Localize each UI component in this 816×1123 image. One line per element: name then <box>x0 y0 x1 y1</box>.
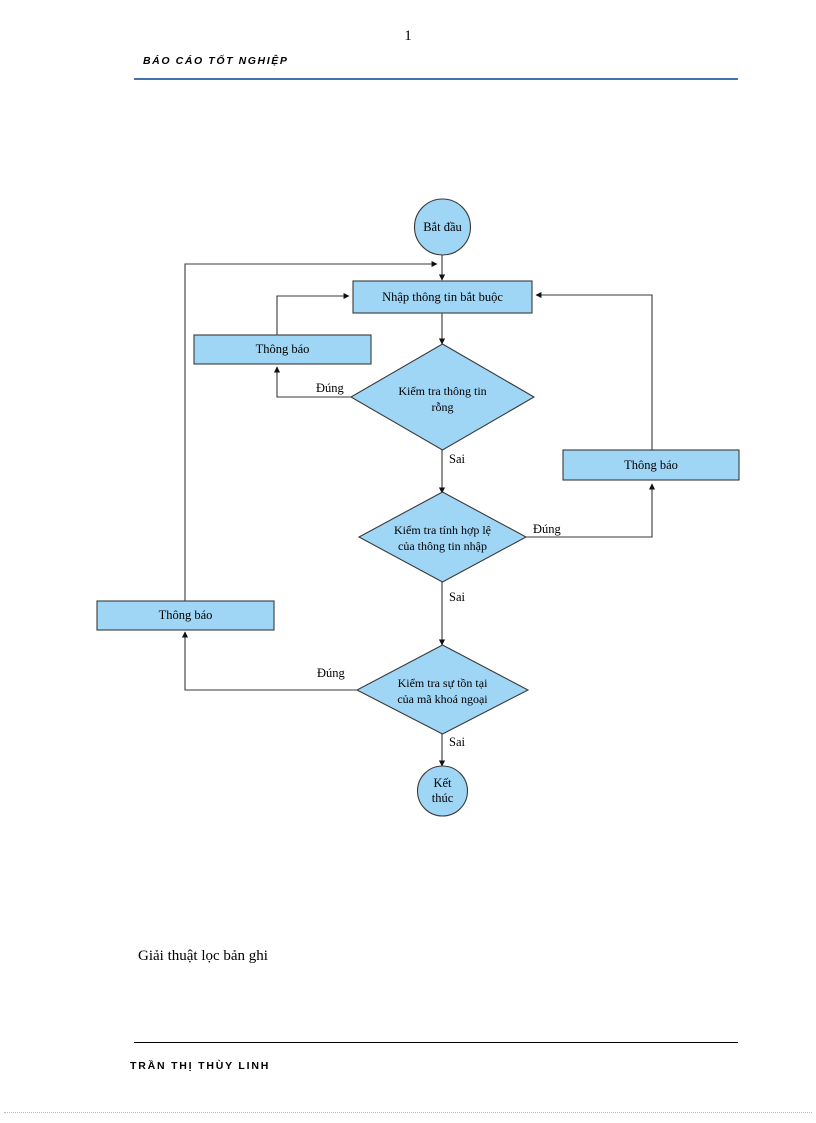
node-input-label: Nhập thông tin bắt buộc <box>382 290 503 304</box>
page-bottom-edge <box>4 1112 812 1114</box>
node-end-label-line1: Kết <box>433 776 452 790</box>
figure-caption: Giải thuật lọc bản ghi <box>138 948 268 964</box>
node-msg1[interactable]: Thông báo <box>193 334 372 365</box>
edge-label-check2-dung: Đúng <box>533 522 562 536</box>
node-check2-label-line1: Kiểm tra tính hợp lệ <box>394 523 491 537</box>
node-msg2-label: Thông báo <box>624 458 678 472</box>
edge-label-check2-sai: Sai <box>449 590 466 604</box>
node-check1-label-line2: rỗng <box>432 400 454 414</box>
edge-label-check1-sai: Sai <box>449 452 466 466</box>
node-start-label: Bắt đầu <box>423 220 462 234</box>
node-msg2[interactable]: Thông báo <box>562 449 740 481</box>
footer-divider <box>134 1042 738 1043</box>
edge-check3-dung-to-msg3 <box>181 631 357 691</box>
edge-msg3-to-input <box>184 260 438 601</box>
edge-label-check1-dung: Đúng <box>316 381 345 395</box>
node-start[interactable]: Bắt đầu <box>413 198 472 256</box>
document-header-title: BÁO CÁO TỐT NGHIỆP <box>143 55 289 67</box>
page-number: 1 <box>404 28 412 44</box>
node-end-label-line2: thúc <box>432 791 454 805</box>
node-msg3-label: Thông báo <box>159 608 213 622</box>
edge-msg1-to-input <box>276 292 350 335</box>
edge-label-check3-dung: Đúng <box>317 666 346 680</box>
node-check3[interactable]: Kiểm tra sự tồn tại của mã khoá ngoại <box>355 644 530 735</box>
node-end[interactable]: Kết thúc <box>416 765 469 817</box>
header-divider <box>134 78 738 80</box>
edge-check1-dung-to-msg1 <box>273 366 357 398</box>
node-check2[interactable]: Kiểm tra tính hợp lệ của thông tin nhập <box>357 491 528 583</box>
document-footer-name: TRẦN THỊ THÙY LINH <box>130 1060 271 1072</box>
node-input[interactable]: Nhập thông tin bắt buộc <box>352 280 533 314</box>
node-check1[interactable]: Kiểm tra thông tin rỗng <box>349 343 536 451</box>
node-check3-label-line2: của mã khoá ngoại <box>397 692 488 706</box>
edge-check2-dung-to-msg2 <box>526 483 656 538</box>
node-check1-label-line1: Kiểm tra thông tin <box>398 384 486 398</box>
node-msg1-label: Thông báo <box>256 342 310 356</box>
node-check2-label-line2: của thông tin nhập <box>398 539 487 553</box>
node-check3-label-line1: Kiểm tra sự tồn tại <box>398 676 488 690</box>
edge-label-check3-sai: Sai <box>449 735 466 749</box>
edge-msg2-to-input <box>535 291 653 450</box>
node-msg3[interactable]: Thông báo <box>96 600 275 631</box>
